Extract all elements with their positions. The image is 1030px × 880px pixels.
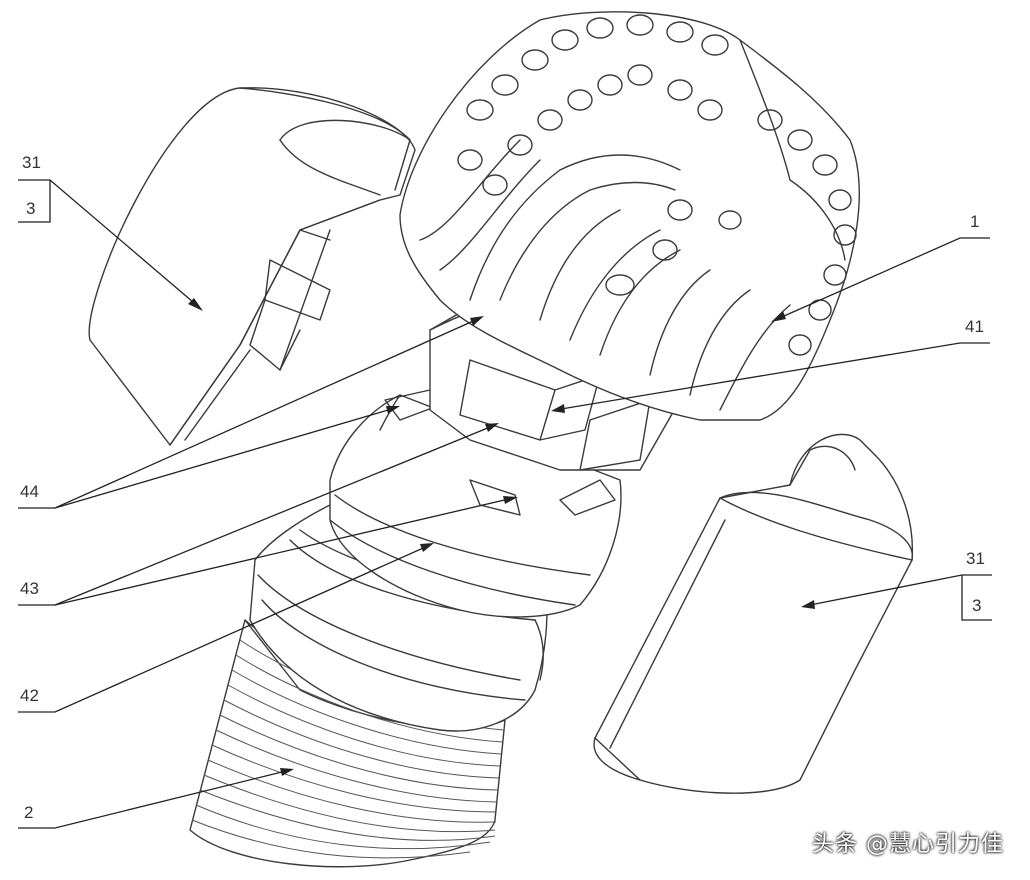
callout-43: 43 bbox=[20, 579, 39, 598]
source-watermark: 头条 @慧心引力佳 bbox=[812, 832, 1004, 857]
leader-lines bbox=[18, 179, 992, 829]
callout-31-right: 31 bbox=[966, 549, 985, 568]
callout-31-left: 31 bbox=[22, 153, 41, 172]
callout-42: 42 bbox=[20, 686, 39, 705]
keyed-sleeve bbox=[329, 389, 622, 618]
threaded-pin bbox=[189, 619, 506, 868]
callout-2: 2 bbox=[24, 803, 33, 822]
callout-41: 41 bbox=[965, 317, 984, 336]
callout-44: 44 bbox=[20, 482, 39, 501]
callout-3-right: 3 bbox=[972, 596, 981, 615]
pdc-bit-head bbox=[399, 11, 860, 421]
callout-3-left: 3 bbox=[26, 199, 35, 218]
callout-1: 1 bbox=[970, 212, 979, 231]
left-half-shell bbox=[88, 87, 416, 446]
right-half-shell bbox=[593, 433, 914, 794]
